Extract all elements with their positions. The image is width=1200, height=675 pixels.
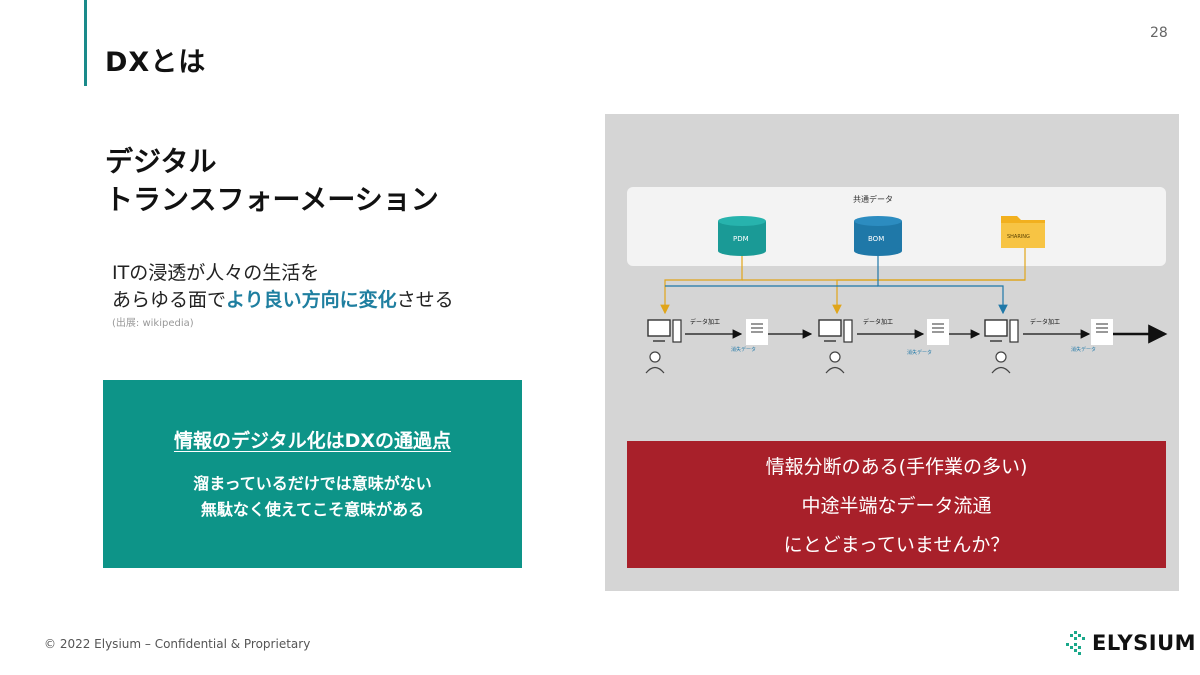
user-icon [829,351,841,363]
definition-suffix: させる [396,289,454,311]
lost-data-label-3: 消失データ [1071,346,1096,353]
lost-data-label-2: 消失データ [907,349,932,356]
shared-data-label: 共通データ [853,194,893,204]
headline-line-1: デジタル [105,145,217,178]
red-box-line-1: 情報分断のある(手作業の多い) [765,456,1028,478]
sharing-folder-icon: SHARING [1001,216,1045,248]
distribution-lines [660,248,1026,315]
teal-box-line-1: 溜まっているだけでは意味がない [193,474,432,493]
pc-tower-icon [843,319,853,343]
page-number: 28 [1150,25,1168,41]
headline: デジタル トランスフォーメーション [105,143,439,219]
definition-line-2: あらゆる面でより良い方向に変化させる [112,287,454,314]
definition-prefix: あらゆる面で [112,289,227,311]
elysium-logo: ELYSIUM [1066,628,1196,658]
teal-box-title: 情報のデジタル化はDXの通過点 [173,430,452,452]
headline-line-2: トランスフォーメーション [105,183,439,216]
red-box-line-2: 中途半端なデータ流通 [801,495,992,517]
monitor-icon [647,319,671,337]
elysium-logo-icon [1066,631,1085,655]
station-3: データ加工 消失データ [984,318,1168,374]
station-1: データ加工 消失データ [645,318,813,374]
pdm-label: PDM [733,235,749,243]
sharing-label: SHARING [1007,234,1030,240]
slide-title: DXとは [105,47,207,78]
pdm-database-icon: PDM [718,216,766,256]
bom-database-icon: BOM [854,216,902,256]
teal-box-body: 溜まっているだけでは意味がない 無駄なく使えてこそ意味がある [103,471,522,523]
process-label-2: データ加工 [863,318,893,326]
problem-statement-box: 情報分断のある(手作業の多い) 中途半端なデータ流通 にとどまっていませんか？ [627,441,1166,568]
pc-tower-icon [672,319,682,343]
teal-box-line-2: 無駄なく使えてこそ意味がある [200,500,425,519]
logo-wordmark: ELYSIUM [1092,631,1197,655]
user-icon [995,351,1007,363]
monitor-icon [818,319,842,337]
red-box-line-3: にとどまっていませんか？ [783,534,1010,556]
lost-data-label-1: 消失データ [731,346,756,353]
title-accent-bar [84,0,87,86]
monitor-icon [984,319,1008,337]
user-icon [649,351,661,363]
process-label-1: データ加工 [690,318,720,326]
footer-copyright: © 2022 Elysium – Confidential & Propriet… [44,637,311,651]
pc-tower-icon [1009,319,1019,343]
source-citation: (出展: wikipedia) [112,318,194,329]
process-label-3: データ加工 [1030,318,1060,326]
station-2: データ加工 消失データ [818,318,981,374]
definition-text: ITの浸透が人々の生活を あらゆる面でより良い方向に変化させる [112,260,454,314]
definition-line-1: ITの浸透が人々の生活を [112,262,320,284]
data-flow-diagram: 共通データ PDM BOM SHARING [627,187,1168,374]
definition-emphasis: より良い方向に変化 [226,289,397,311]
bom-label: BOM [868,235,884,243]
dx-waypoint-box: 情報のデジタル化はDXの通過点 溜まっているだけでは意味がない 無駄なく使えてこ… [103,380,522,568]
